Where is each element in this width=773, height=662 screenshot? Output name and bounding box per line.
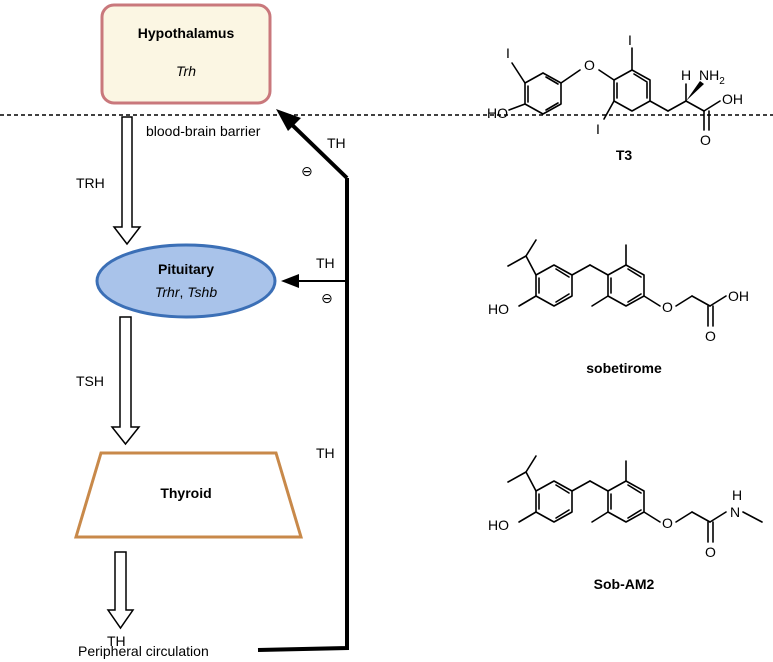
tsh-label: TSH <box>76 373 104 389</box>
sobetirome-carbonyl-oxygen: O <box>705 328 716 344</box>
sobetirome-acid: OH <box>728 288 749 304</box>
hypothalamus-box <box>100 3 272 105</box>
sob-am2-hydroxyl: HO <box>488 517 509 533</box>
feedback-arrow-hypothalamus <box>283 116 349 180</box>
t3-amine: NH2 <box>699 67 725 87</box>
t3-iodine-a: I <box>506 45 510 61</box>
inhibit-symbol-mid: ⊖ <box>321 290 333 306</box>
pituitary-genes: Trhr, Tshb <box>155 284 217 300</box>
t3-hydrogen: H <box>681 67 691 83</box>
th-label-top: TH <box>327 135 346 151</box>
blood-brain-barrier-label: blood-brain barrier <box>146 123 261 139</box>
th-label-low: TH <box>316 445 335 461</box>
th-label-mid: TH <box>316 255 335 271</box>
peripheral-circulation-label: Peripheral circulation <box>78 643 209 659</box>
tsh-arrow <box>110 316 141 446</box>
hypothalamus-gene: Trh <box>176 63 196 79</box>
trh-label: TRH <box>76 175 105 191</box>
sob-am2-amide-h: H <box>732 487 742 503</box>
sob-am2-carbonyl-oxygen: O <box>705 544 716 560</box>
t3-hydroxyl: HO <box>487 105 508 121</box>
feedback-arrowhead-hypothalamus <box>276 109 301 131</box>
pituitary-title: Pituitary <box>158 261 214 277</box>
sobetirome-name: sobetirome <box>586 360 662 376</box>
th-output-arrow <box>106 551 135 630</box>
sobetirome-hydroxyl: HO <box>488 301 509 317</box>
pituitary-ellipse <box>95 243 277 319</box>
sobetirome-ether-oxygen: O <box>662 299 673 315</box>
feedback-arrowhead-pituitary <box>281 274 299 288</box>
trh-arrow <box>112 116 142 246</box>
sob-am2-ether-oxygen: O <box>662 515 673 531</box>
sob-am2-structure <box>507 455 763 543</box>
t3-carbonyl-oxygen: O <box>700 132 711 148</box>
t3-iodine-top: I <box>628 32 632 48</box>
t3-acid: OH <box>722 91 743 107</box>
th-output-label: TH <box>107 633 126 649</box>
t3-ether-oxygen: O <box>584 57 595 73</box>
hypothalamus-title: Hypothalamus <box>138 25 235 41</box>
t3-iodine-bottom: I <box>596 121 600 137</box>
inhibit-symbol-top: ⊖ <box>301 163 313 179</box>
sob-am2-amide-n: N <box>730 504 740 520</box>
sob-am2-name: Sob-AM2 <box>594 576 655 592</box>
thyroid-title: Thyroid <box>160 485 211 501</box>
sobetirome-structure <box>507 239 727 327</box>
feedback-line <box>257 178 349 652</box>
t3-name: T3 <box>616 147 633 163</box>
t3-structure <box>508 47 721 131</box>
thyroid-trapezoid <box>73 451 304 539</box>
